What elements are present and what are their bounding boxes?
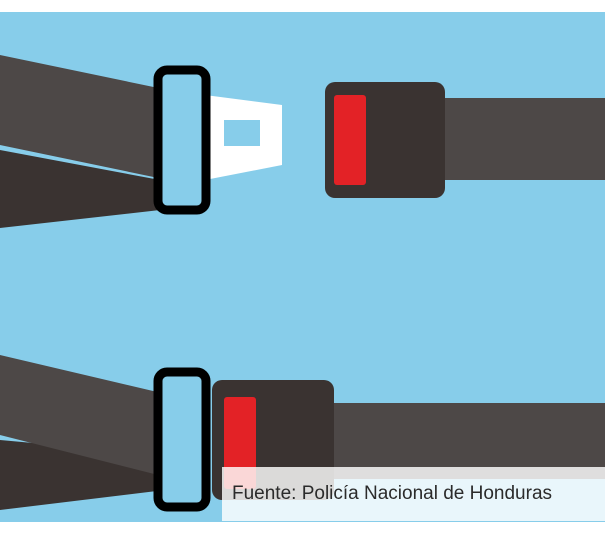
top-release-button — [334, 95, 366, 185]
source-caption-text: Fuente: Policía Nacional de Honduras — [232, 483, 553, 504]
top-unbuckled-group — [0, 55, 605, 228]
bottom-release-button — [224, 397, 256, 489]
seatbelt-buckle-icon — [325, 82, 605, 198]
source-caption: Fuente: Policía Nacional de Honduras — [222, 467, 605, 521]
top-lower-strap — [0, 150, 160, 228]
top-upper-strap — [0, 55, 168, 180]
bottom-upper-strap — [0, 355, 170, 478]
bottom-right-strap — [320, 403, 605, 479]
seatbelt-latch-plate-icon — [153, 367, 211, 512]
seatbelt-latch-plate-icon — [153, 65, 282, 215]
top-right-strap — [430, 98, 605, 180]
